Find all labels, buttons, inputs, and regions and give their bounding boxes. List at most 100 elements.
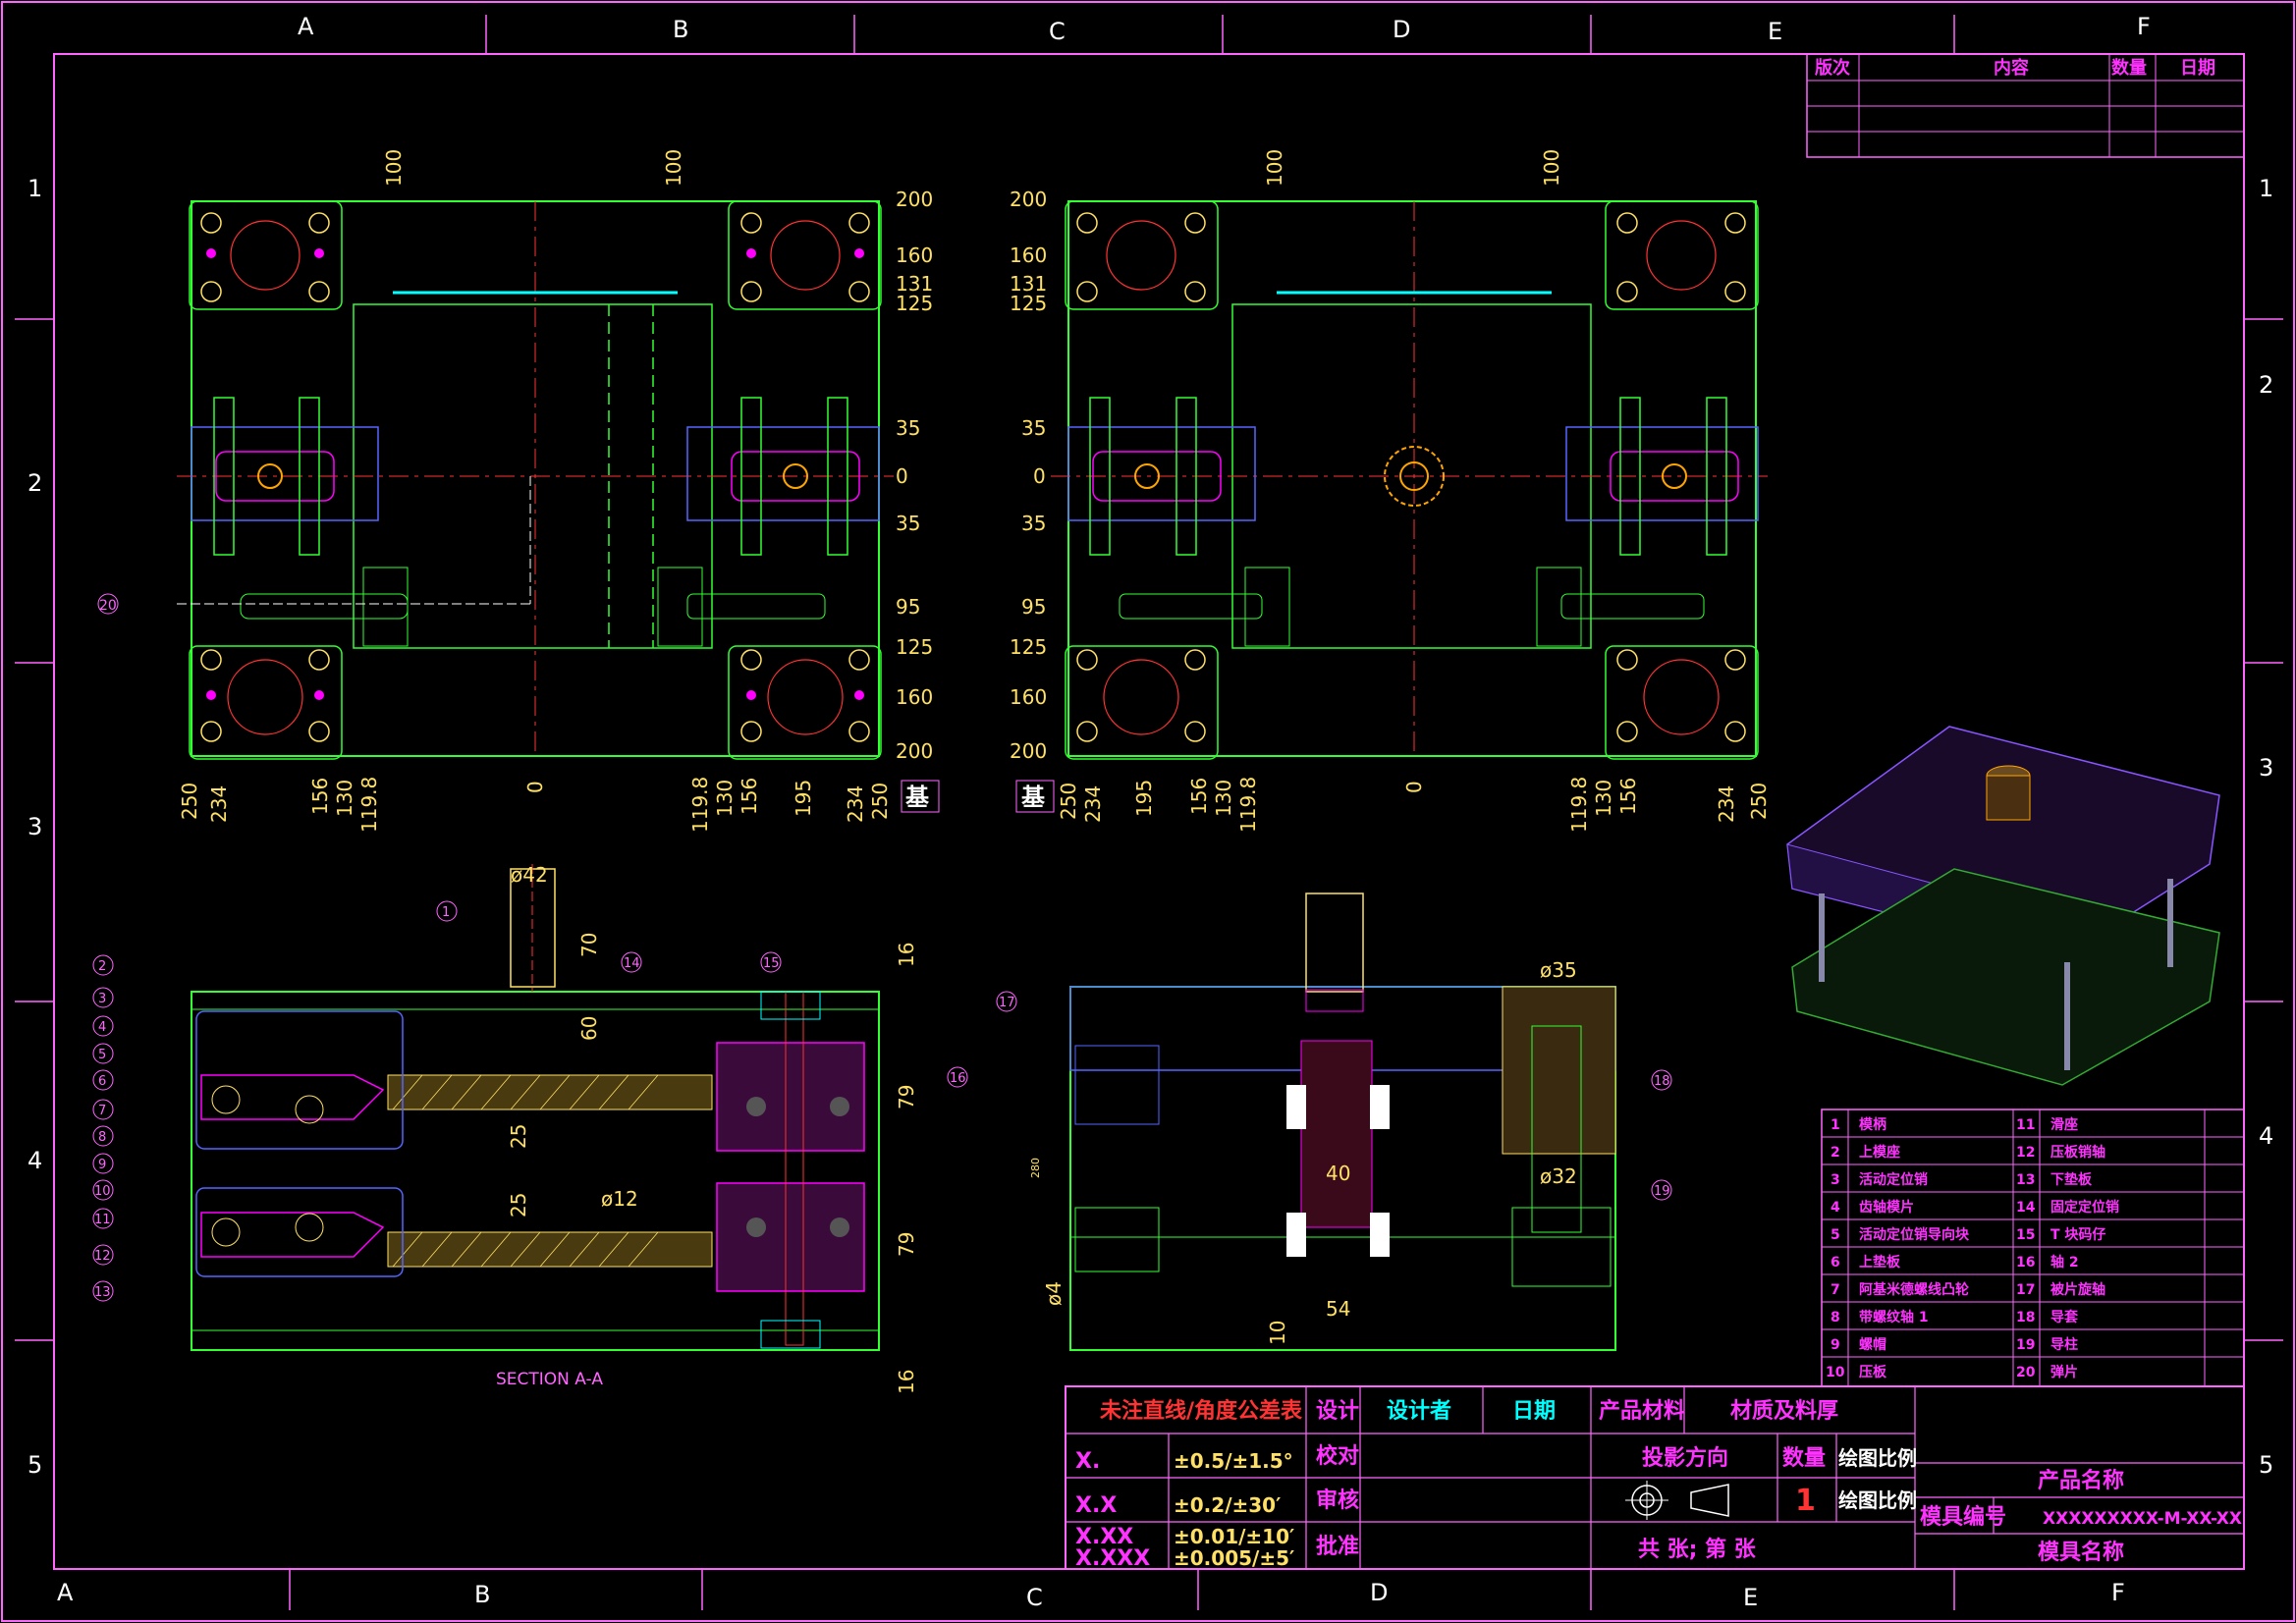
bom-name-19: 导柱 bbox=[2050, 1336, 2078, 1353]
mold-no-value: XXXXXXXXX-M-XX-XX bbox=[2043, 1509, 2242, 1529]
tolerance-value-3: ±0.005/±5′ bbox=[1174, 1546, 1294, 1570]
section-balloon-14: 14 bbox=[624, 956, 640, 971]
zone-top-a: A bbox=[298, 13, 314, 40]
top-left-plan-view: 100 100 200 160 131 125 35 0 35 95 125 1… bbox=[97, 149, 940, 833]
bom-no-9: 9 bbox=[1831, 1337, 1840, 1353]
section-balloon-9: 9 bbox=[98, 1158, 106, 1172]
date-label: 日期 bbox=[1512, 1399, 1556, 1424]
zone-top-f: F bbox=[2137, 13, 2151, 40]
section-balloon-8: 8 bbox=[98, 1130, 106, 1145]
bom-no-12: 12 bbox=[2016, 1145, 2035, 1161]
zone-right-3: 3 bbox=[2259, 754, 2273, 782]
plan-right-dim-l-35b: 35 bbox=[1021, 512, 1046, 535]
tolerance-grade-0: X. bbox=[1075, 1449, 1100, 1474]
plan-left-dim-b-234b: 234 bbox=[844, 785, 867, 823]
bom-no-11: 11 bbox=[2016, 1117, 2035, 1133]
bill-of-materials-table: 1 模柄 2 上模座 3 活动定位销 4 齿轴模片 5 活动定位销导向块 6 上… bbox=[1821, 1109, 2245, 1387]
section-dim-16a: 16 bbox=[895, 943, 918, 967]
plan-left-dim-r-125b: 125 bbox=[896, 635, 933, 659]
tolerance-value-2: ±0.01/±10′ bbox=[1174, 1525, 1294, 1548]
plan-right-dim-top-1: 100 bbox=[1540, 149, 1563, 187]
front-dim-dia32: ø32 bbox=[1540, 1164, 1577, 1188]
plan-left-dim-r-131: 131 bbox=[896, 272, 933, 296]
projection-symbol-icon bbox=[1625, 1481, 1729, 1520]
bom-name-12: 压板销轴 bbox=[2050, 1144, 2105, 1161]
plan-right-dim-l-200b: 200 bbox=[1010, 739, 1047, 763]
plan-left-dim-b-0: 0 bbox=[523, 781, 547, 793]
plan-right-dim-b-156: 156 bbox=[1187, 778, 1211, 815]
zone-top-d: D bbox=[1393, 16, 1410, 43]
tolerance-value-0: ±0.5/±1.5° bbox=[1174, 1449, 1293, 1473]
plan-right-dim-b-195: 195 bbox=[1132, 780, 1156, 817]
plan-left-dim-r-160b: 160 bbox=[896, 685, 933, 709]
bom-no-16: 16 bbox=[2016, 1255, 2035, 1271]
bom-name-1: 模柄 bbox=[1859, 1116, 1886, 1133]
bom-no-13: 13 bbox=[2016, 1172, 2035, 1188]
plan-right-dim-b-234b: 234 bbox=[1715, 785, 1738, 823]
bom-name-2: 上模座 bbox=[1859, 1144, 1900, 1161]
plan-right-dim-l-125: 125 bbox=[1010, 292, 1047, 315]
section-balloon-16: 16 bbox=[950, 1071, 966, 1086]
plan-left-dim-b-156b: 156 bbox=[738, 778, 761, 815]
plan-left-dim-top-0: 100 bbox=[382, 149, 406, 187]
section-balloon-13: 13 bbox=[94, 1285, 111, 1300]
zone-top-b: B bbox=[673, 16, 688, 43]
bom-no-19: 19 bbox=[2016, 1337, 2035, 1353]
section-dim-70: 70 bbox=[577, 933, 601, 957]
plan-right-dim-b-1198b: 119.8 bbox=[1567, 777, 1591, 833]
tolerance-header: 未注直线/角度公差表 bbox=[1100, 1398, 1303, 1424]
zone-top-c: C bbox=[1049, 18, 1066, 45]
bom-no-8: 8 bbox=[1831, 1310, 1840, 1325]
plan-right-dim-b-130b: 130 bbox=[1592, 780, 1615, 817]
revision-header-version: 版次 bbox=[1815, 57, 1850, 79]
section-balloon-5: 5 bbox=[98, 1048, 106, 1062]
zone-left-1: 1 bbox=[27, 175, 42, 202]
plan-left-dim-b-1198b: 119.8 bbox=[688, 777, 712, 833]
plan-right-dim-l-125b: 125 bbox=[1010, 635, 1047, 659]
zone-right-1: 1 bbox=[2259, 175, 2273, 202]
material-thickness-label: 材质及料厚 bbox=[1730, 1399, 1838, 1424]
bom-no-5: 5 bbox=[1831, 1227, 1840, 1243]
zone-bottom-f: F bbox=[2111, 1579, 2125, 1606]
mold-no-label: 模具编号 bbox=[1920, 1504, 2006, 1530]
bom-name-20: 弹片 bbox=[2050, 1364, 2078, 1380]
plan-right-dim-l-95: 95 bbox=[1021, 595, 1046, 619]
bom-name-15: T 块码仔 bbox=[2050, 1226, 2105, 1243]
plan-left-dim-r-95: 95 bbox=[896, 595, 920, 619]
zone-left-5: 5 bbox=[27, 1451, 42, 1479]
section-dim-25b: 25 bbox=[507, 1193, 530, 1217]
sheet-count: 共 张; 第 张 bbox=[1638, 1537, 1757, 1562]
zone-right-2: 2 bbox=[2259, 371, 2273, 399]
front-dim-40: 40 bbox=[1326, 1162, 1350, 1185]
zone-top-e: E bbox=[1768, 18, 1782, 45]
section-dim-dia12: ø12 bbox=[601, 1187, 638, 1211]
section-balloon-7: 7 bbox=[98, 1104, 106, 1118]
plan-right-dim-b-0: 0 bbox=[1402, 781, 1426, 793]
bom-no-7: 7 bbox=[1831, 1282, 1840, 1298]
section-a-a-view: ø42 70 60 25 25 ø12 16 79 79 16 1 2 3 4 … bbox=[92, 863, 968, 1394]
plan-left-dim-r-125: 125 bbox=[896, 292, 933, 315]
front-balloon-17: 17 bbox=[999, 996, 1015, 1010]
bom-no-14: 14 bbox=[2016, 1200, 2036, 1216]
plan-right-dim-top-0: 100 bbox=[1263, 149, 1286, 187]
bom-no-10: 10 bbox=[1826, 1365, 1845, 1380]
bom-no-3: 3 bbox=[1831, 1172, 1840, 1188]
plan-left-dim-b-234: 234 bbox=[207, 785, 231, 823]
plan-left-dim-r-200b: 200 bbox=[896, 739, 933, 763]
zone-bottom-a: A bbox=[57, 1579, 74, 1606]
plan-left-dim-b-250: 250 bbox=[178, 783, 201, 820]
role-approve: 批准 bbox=[1316, 1535, 1359, 1559]
tolerance-grade-1: X.X bbox=[1075, 1493, 1117, 1518]
plan-left-dim-b-130: 130 bbox=[333, 780, 356, 817]
zone-bottom-b: B bbox=[474, 1581, 490, 1608]
plan-left-dim-r-0: 0 bbox=[896, 464, 908, 488]
front-dim-dia35: ø35 bbox=[1540, 958, 1577, 982]
section-balloon-2: 2 bbox=[98, 959, 106, 974]
plan-right-dim-b-1198: 119.8 bbox=[1236, 777, 1260, 833]
bom-name-14: 固定定位销 bbox=[2050, 1199, 2119, 1216]
bom-name-8: 带螺纹轴 1 bbox=[1859, 1309, 1929, 1325]
bom-no-15: 15 bbox=[2016, 1227, 2035, 1243]
zone-right-4: 4 bbox=[2259, 1122, 2273, 1150]
section-dim-79b: 79 bbox=[895, 1232, 918, 1257]
